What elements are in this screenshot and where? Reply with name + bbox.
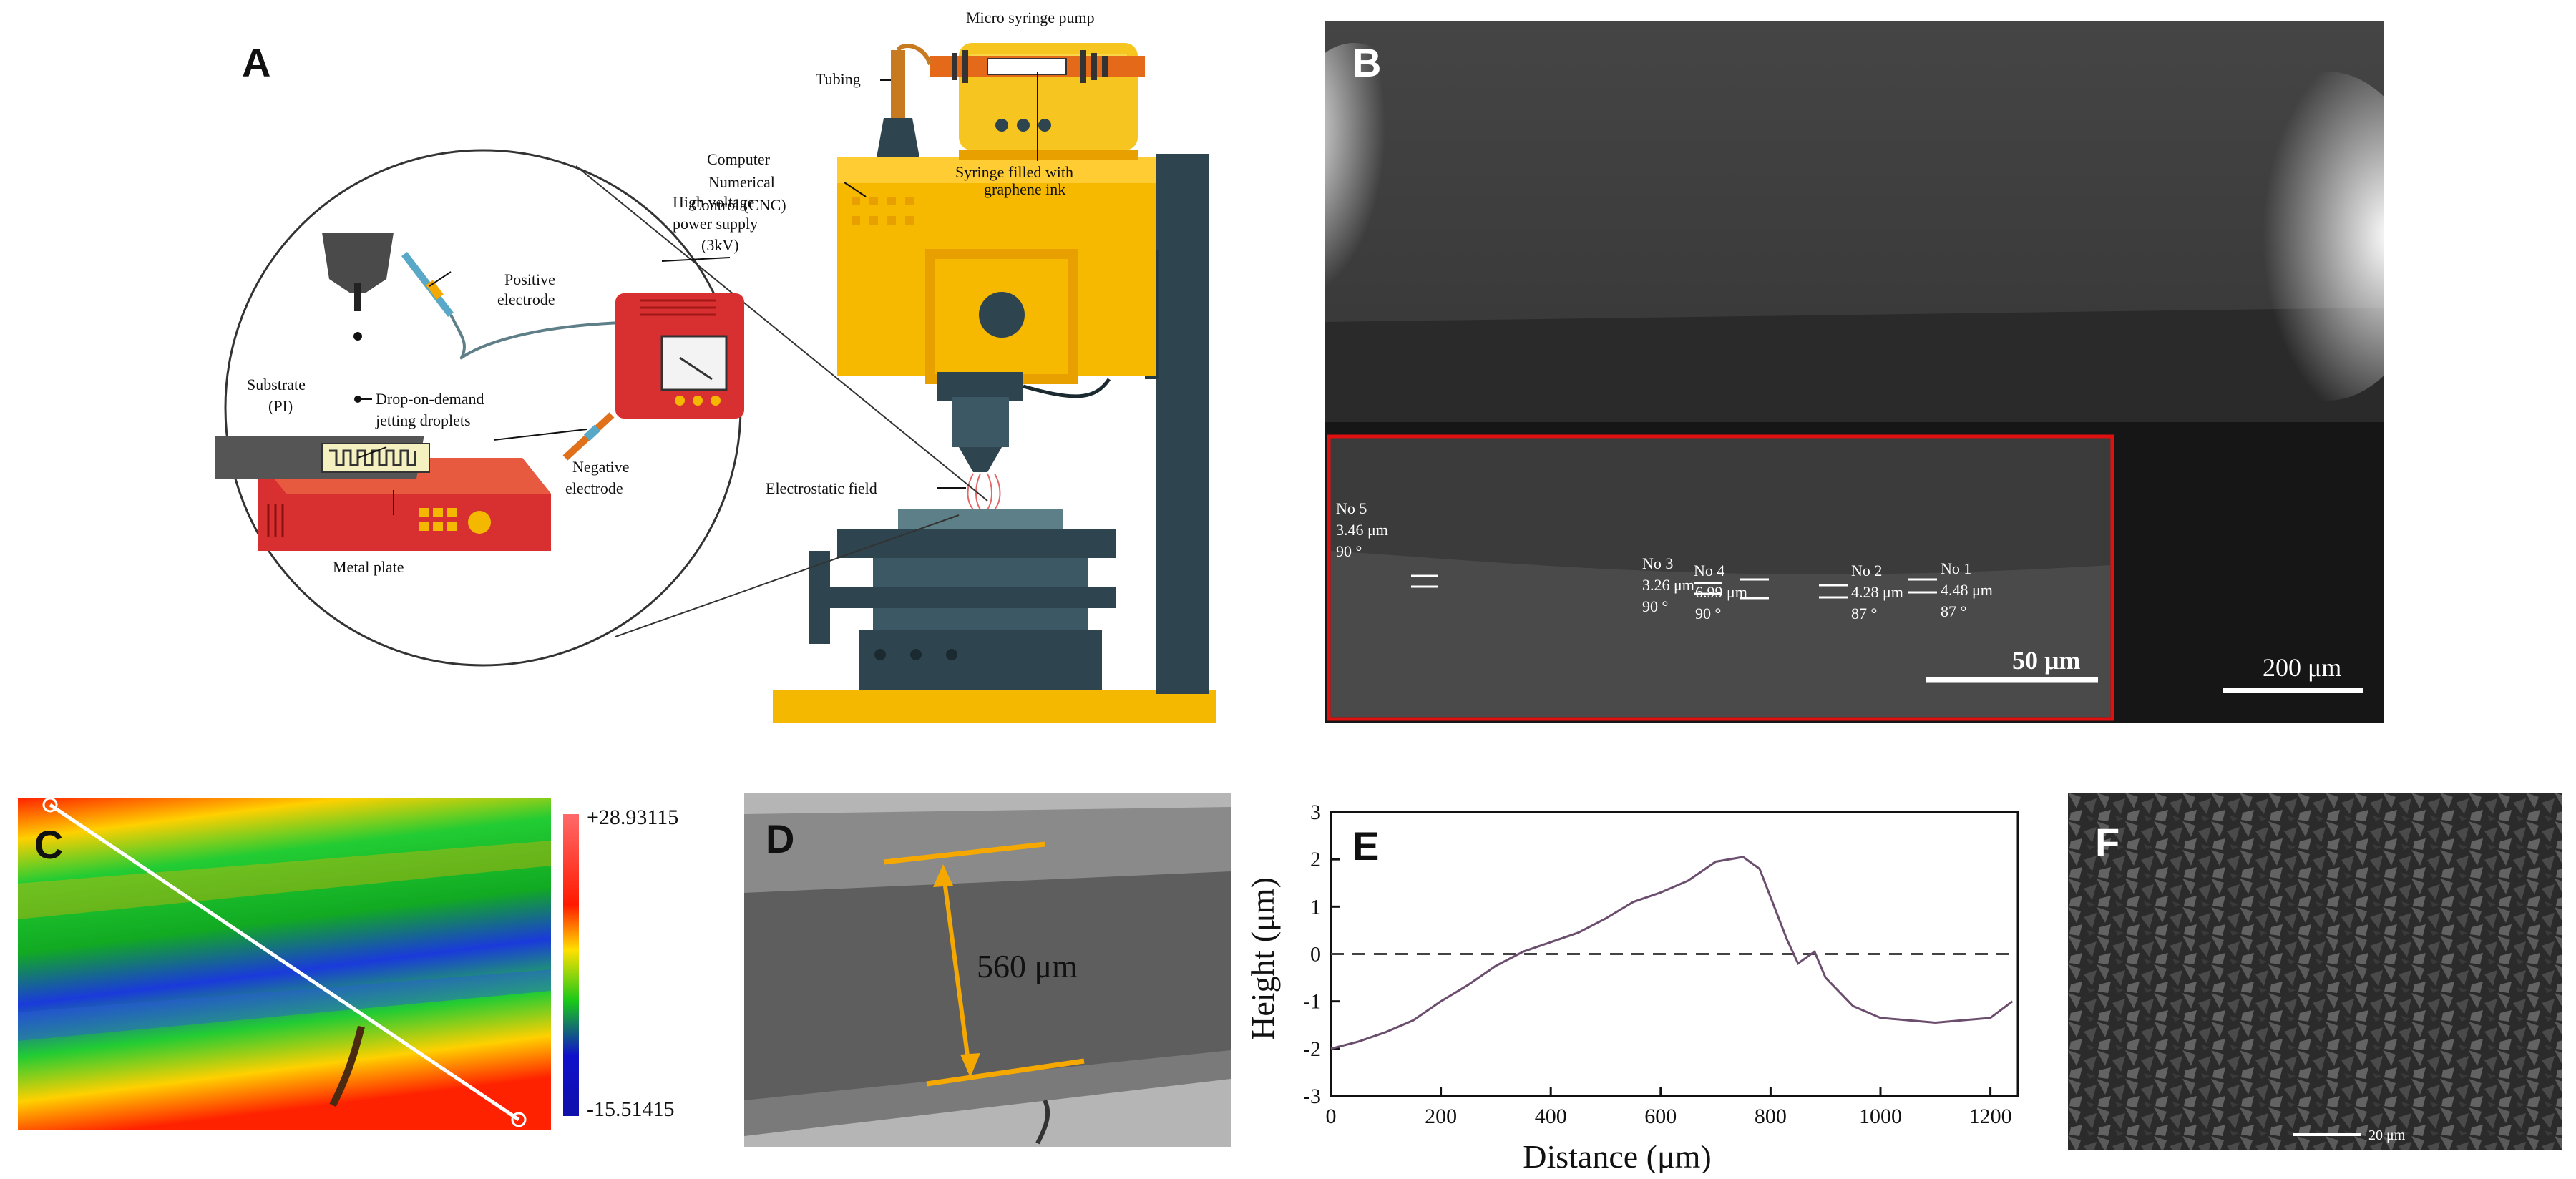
meas-5-value: 3.46 μm	[1336, 521, 1388, 539]
chart-xlabel: Distance (μm)	[1523, 1138, 1712, 1173]
x-tick-label: 600	[1644, 1105, 1677, 1128]
y-tick-label: 3	[1310, 801, 1321, 824]
cnc-head	[837, 157, 1156, 376]
meas-1-value: 4.48 μm	[1941, 581, 1993, 599]
width-arrow	[941, 869, 972, 1072]
panel-label-d: D	[766, 816, 795, 861]
electrostatic-field-lines	[967, 473, 1001, 510]
meas-4-value: 6.99 μm	[1695, 583, 1747, 601]
panel-a-schematic: Micro syringe pump Tubing Syringe filled…	[215, 9, 1216, 723]
meas-3-angle: 90 °	[1642, 597, 1668, 615]
label-pos-2: electrode	[497, 290, 555, 308]
meas-4-angle: 90 °	[1695, 605, 1721, 622]
label-metal: Metal plate	[333, 558, 404, 576]
x-tick-label: 1000	[1859, 1105, 1902, 1128]
x-tick-label: 400	[1535, 1105, 1567, 1128]
y-tick-label: 1	[1310, 895, 1321, 919]
colorbar-max: +28.93115	[587, 808, 678, 829]
meas-3-name: No 3	[1642, 554, 1673, 572]
label-pump: Micro syringe pump	[966, 9, 1095, 26]
y-tick-label: -3	[1303, 1085, 1321, 1108]
label-hv-1: High voltage	[673, 193, 754, 211]
panel-c-colorbar: +28.93115 -15.51415	[563, 808, 678, 1121]
label-neg-1: Negative	[572, 458, 629, 476]
meas-4-name: No 4	[1694, 562, 1724, 579]
label-hv-2: power supply	[673, 215, 758, 233]
label-tubing: Tubing	[816, 70, 861, 88]
panel-c-height-map	[18, 798, 551, 1130]
label-drop-2: jetting droplets	[375, 411, 471, 429]
panel-label-f: F	[2095, 820, 2120, 865]
panel-label-e: E	[1352, 823, 1380, 869]
label-substrate-2: (PI)	[268, 397, 293, 415]
panel-label-a: A	[242, 40, 271, 85]
label-drop-1: Drop-on-demand	[376, 390, 484, 408]
panel-d-micrograph: 560 μm	[744, 793, 1231, 1147]
label-field: Electrostatic field	[766, 479, 877, 497]
label-cnc-2: Numerical	[708, 173, 775, 191]
label-hv-3: (3kV)	[701, 236, 739, 254]
meas-2-name: No 2	[1851, 562, 1882, 579]
y-tick-label: -2	[1303, 1037, 1321, 1061]
edge-line-bottom	[926, 1058, 1085, 1087]
panel-label-c: C	[34, 822, 64, 867]
cnc-column	[1156, 154, 1209, 694]
y-tick-label: 2	[1310, 848, 1321, 871]
panel-label-b: B	[1352, 40, 1382, 85]
label-syringe-2: graphene ink	[984, 180, 1065, 198]
scale-inset: 50 μm	[2012, 646, 2080, 675]
chart-axes: 0 200 400 600 800 1000 1200 -3 -2 -1 0 1 2 3	[1303, 801, 2019, 1128]
x-tick-label: 800	[1755, 1105, 1787, 1128]
meas-3-value: 3.26 μm	[1642, 576, 1694, 594]
scale-f: 20 μm	[2368, 1127, 2406, 1143]
colorbar-min: -15.51415	[587, 1097, 675, 1121]
meas-5-angle: 90 °	[1336, 542, 1362, 560]
label-syringe-1: Syringe filled with	[955, 163, 1073, 181]
label-substrate-1: Substrate	[247, 376, 306, 393]
label-pos-1: Positive	[504, 270, 555, 288]
label-cnc-1: Computer	[707, 150, 771, 168]
edge-line-top	[883, 841, 1045, 865]
y-tick-label: 0	[1310, 943, 1321, 967]
x-tick-label: 1200	[1969, 1105, 2012, 1128]
meas-1-angle: 87 °	[1941, 602, 1966, 620]
panel-f-sem-surface: 20 μm	[2068, 793, 2562, 1150]
chart-ylabel: Height (μm)	[1244, 877, 1281, 1040]
meas-1-name: No 1	[1941, 559, 1971, 577]
panel-b-sem-image: No 5 3.46 μm 90 ° No 3 3.26 μm 90 ° No 4…	[1325, 21, 2384, 723]
panel-e-chart: 0 200 400 600 800 1000 1200 -3 -2 -1 0 1 2 3 Distance…	[1244, 801, 2019, 1173]
y-tick-label: -1	[1303, 990, 1321, 1014]
label-cnc-3: Control (CNC)	[691, 196, 786, 214]
meas-2-angle: 87 °	[1851, 605, 1877, 622]
meas-2-value: 4.28 μm	[1851, 583, 1903, 601]
chart-series-line	[1330, 856, 2014, 1050]
meas-5-name: No 5	[1336, 499, 1367, 517]
x-tick-label: 0	[1326, 1105, 1337, 1128]
cnc-base	[773, 690, 1216, 723]
x-tick-label: 200	[1425, 1105, 1457, 1128]
width-label: 560 μm	[977, 948, 1078, 984]
label-neg-2: electrode	[565, 479, 623, 497]
scale-main: 200 μm	[2263, 653, 2341, 682]
